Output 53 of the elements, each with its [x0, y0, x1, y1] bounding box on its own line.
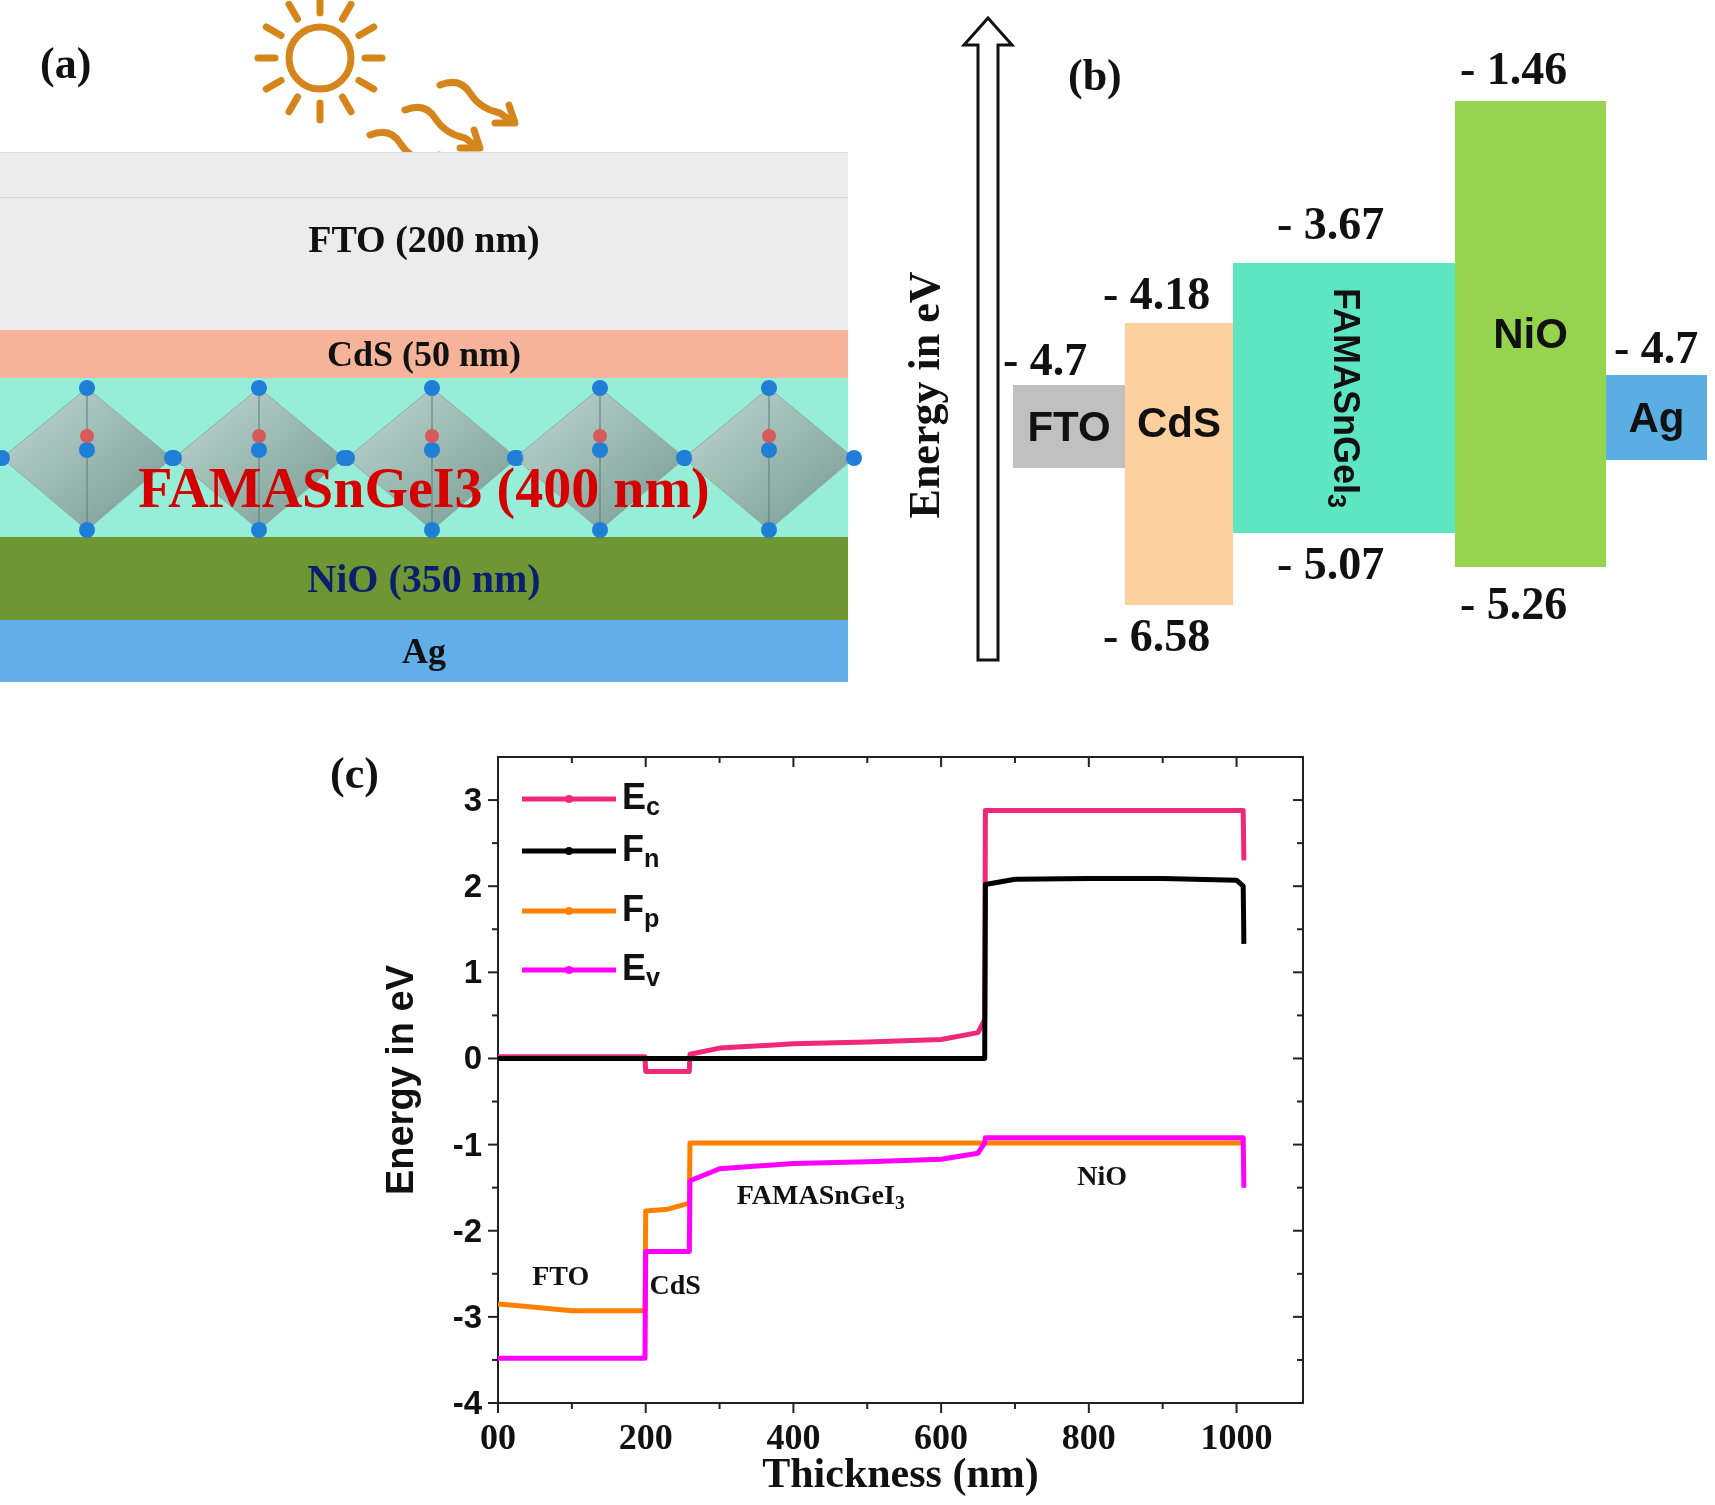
- tick-label: 00: [480, 1419, 516, 1455]
- panel-label: (c): [330, 752, 379, 796]
- tick-label: -3: [452, 1299, 482, 1333]
- layer-label: FTO (200 nm): [308, 220, 540, 258]
- layer-annotation: FTO: [532, 1262, 590, 1291]
- layer-label: CdS (50 nm): [327, 336, 521, 372]
- energy-value: - 5.07: [1277, 541, 1385, 587]
- legend-label: F$_{n}$: [622, 831, 660, 872]
- axis-title: Energy in eV: [381, 964, 419, 1196]
- tick-label: 200: [618, 1419, 673, 1455]
- layer-label: NiO: [1493, 313, 1568, 355]
- layer-band: [0, 152, 848, 330]
- tick-label: 600: [914, 1419, 969, 1455]
- energy-value: - 4.7: [1003, 337, 1088, 383]
- legend-label: F$_{p}$: [622, 891, 660, 932]
- tick-label: 800: [1061, 1419, 1116, 1455]
- energy-level-bar: [1013, 385, 1125, 468]
- tick-label: 1000: [1200, 1419, 1273, 1455]
- tick-label: 400: [766, 1419, 821, 1455]
- layer-band: [0, 620, 848, 682]
- layer-band: [0, 330, 848, 378]
- tick-label: -2: [452, 1213, 482, 1247]
- legend-label: E$_{v}$: [622, 950, 661, 991]
- energy-level-bar: [1233, 263, 1455, 533]
- energy-value: - 4.18: [1103, 271, 1211, 317]
- layer-label: Ag: [1628, 396, 1685, 439]
- energy-value: - 5.26: [1460, 581, 1568, 627]
- tick-label: 0: [463, 1041, 482, 1075]
- axis-title: Thickness (nm): [762, 1452, 1039, 1494]
- axis-title: Energy in eV: [903, 271, 947, 519]
- panel-label: (b): [1068, 54, 1122, 98]
- layer-annotation: NiO: [1077, 1161, 1127, 1190]
- layer-band: [0, 537, 848, 620]
- energy-level-bar: [1606, 375, 1707, 460]
- energy-level-bar: [1125, 323, 1233, 605]
- layer-label: FTO: [1027, 405, 1111, 448]
- tick-label: 3: [463, 783, 482, 817]
- energy-level-bar: [1455, 101, 1606, 567]
- legend-label: E$_{c}$: [622, 779, 661, 820]
- energy-value: - 6.58: [1103, 613, 1211, 659]
- energy-value: - 1.46: [1460, 46, 1568, 92]
- layer-label: NiO (350 nm): [307, 558, 541, 599]
- tick-label: -1: [452, 1127, 482, 1161]
- energy-value: - 4.7: [1614, 325, 1699, 371]
- panel-label: (a): [40, 42, 92, 86]
- layer-label: Ag: [402, 633, 446, 669]
- layer-annotation: CdS: [649, 1271, 701, 1299]
- layer-label: CdS: [1137, 402, 1221, 444]
- tick-label: 2: [463, 869, 482, 903]
- energy-value: - 3.67: [1277, 201, 1385, 247]
- tick-label: 1: [463, 955, 482, 989]
- layer-annotation: FAMASnGeI$_{3}$: [736, 1181, 905, 1213]
- tick-label: -4: [452, 1386, 482, 1419]
